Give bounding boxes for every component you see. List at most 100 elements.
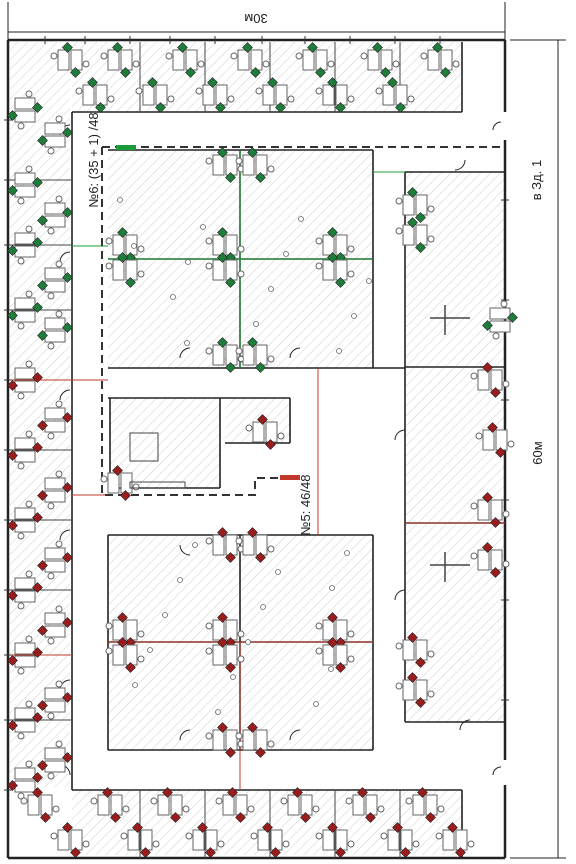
seat-occupied-green-icon: [7, 110, 18, 121]
chair: [500, 300, 508, 308]
chair: [25, 225, 33, 233]
seat-occupied-red-icon: [37, 420, 48, 431]
chair: [147, 647, 153, 653]
seat-occupied-green-icon: [327, 252, 338, 263]
seat-occupied-red-icon: [265, 439, 276, 450]
seat-occupied-green-icon: [482, 320, 493, 331]
desk-cluster-icon: [105, 637, 145, 673]
chair: [152, 840, 160, 848]
desk: [315, 49, 328, 71]
seat-occupied-red-icon: [255, 747, 266, 758]
chair: [177, 577, 183, 583]
seat-occupied-red-icon: [7, 780, 18, 791]
seat-occupied-red-icon: [495, 447, 506, 458]
chair: [55, 605, 63, 613]
desk: [335, 644, 348, 666]
chair: [195, 87, 203, 95]
chair: [277, 432, 285, 440]
chair: [237, 630, 245, 638]
desk-cluster-icon: [380, 822, 420, 858]
chair: [132, 682, 138, 688]
desk: [14, 380, 36, 393]
desk-cluster-icon: [315, 612, 355, 648]
desk: [14, 642, 36, 655]
desk-cluster-icon: [245, 414, 285, 450]
chair: [238, 356, 244, 362]
seat-occupied-red-icon: [425, 812, 436, 823]
chair: [282, 840, 290, 848]
seat-occupied-red-icon: [447, 822, 458, 833]
chair: [55, 470, 63, 478]
seat-occupied-green-icon: [125, 277, 136, 288]
seat-occupied-red-icon: [62, 412, 73, 423]
desk: [212, 644, 225, 666]
chair: [492, 332, 500, 340]
seat-occupied-red-icon: [125, 662, 136, 673]
seat-occupied-green-icon: [117, 252, 128, 263]
desk-cluster-icon: [7, 360, 43, 400]
desk-cluster-icon: [205, 337, 245, 373]
desk: [120, 49, 133, 71]
desk: [14, 780, 36, 793]
desk: [27, 794, 40, 816]
desk-cluster-icon: [395, 187, 435, 223]
desk: [107, 472, 120, 494]
seat-occupied-red-icon: [32, 787, 43, 798]
seat-occupied-red-icon: [217, 527, 228, 538]
chair: [405, 797, 413, 805]
chair: [247, 805, 255, 813]
chair: [47, 502, 55, 510]
desk: [14, 507, 36, 520]
meeting-table: [129, 432, 186, 489]
desk: [212, 729, 225, 751]
chair: [502, 510, 510, 518]
desk: [14, 655, 36, 668]
zone5-label: №5: 46/48: [298, 475, 313, 536]
seat-occupied-red-icon: [490, 517, 501, 528]
chair: [347, 95, 355, 103]
seat-occupied-green-icon: [415, 242, 426, 253]
seat-occupied-red-icon: [365, 812, 376, 823]
seat-occupied-green-icon: [87, 77, 98, 88]
chair: [17, 322, 25, 330]
chair: [55, 115, 63, 123]
seat-occupied-red-icon: [255, 552, 266, 563]
chair: [47, 147, 55, 155]
chair: [420, 52, 428, 60]
desk: [170, 794, 183, 816]
desk: [112, 619, 125, 641]
chair: [237, 270, 245, 278]
seat-occupied-red-icon: [62, 617, 73, 628]
desk: [70, 829, 83, 851]
seat-occupied-green-icon: [380, 67, 391, 78]
desk: [322, 829, 335, 851]
desk: [14, 577, 36, 590]
chair: [395, 197, 403, 205]
seat-occupied-red-icon: [335, 662, 346, 673]
desk: [455, 829, 468, 851]
desk-cluster-icon: [395, 217, 435, 253]
desk: [262, 84, 275, 106]
desk: [82, 84, 95, 106]
desk: [212, 234, 225, 256]
chair: [315, 237, 323, 245]
desk: [14, 172, 36, 185]
desk-cluster-icon: [7, 165, 43, 205]
chair: [295, 52, 303, 60]
desk-cluster-icon: [470, 362, 510, 398]
chair: [205, 157, 213, 165]
chair: [217, 840, 225, 848]
chair: [435, 832, 443, 840]
chair: [205, 537, 213, 545]
desk: [125, 644, 138, 666]
chair: [55, 740, 63, 748]
desk-cluster-icon: [315, 252, 355, 288]
chair: [205, 647, 213, 655]
desk: [257, 829, 270, 851]
seat-occupied-red-icon: [490, 567, 501, 578]
desk: [202, 84, 215, 106]
building-label: в Зд. 1: [529, 160, 544, 200]
seat-occupied-green-icon: [440, 67, 451, 78]
desk: [425, 794, 438, 816]
chair: [475, 432, 483, 440]
